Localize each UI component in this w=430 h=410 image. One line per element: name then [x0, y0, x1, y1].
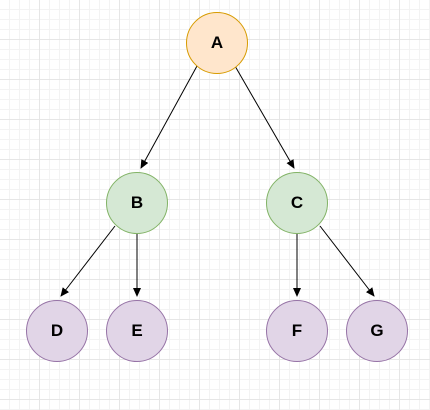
node-a[interactable]: A	[186, 12, 248, 74]
node-e[interactable]: E	[106, 300, 168, 362]
node-b[interactable]: B	[106, 172, 168, 234]
node-g[interactable]: G	[346, 300, 408, 362]
edge-c-g[interactable]	[319, 225, 375, 297]
node-f[interactable]: F	[266, 300, 328, 362]
node-c[interactable]: C	[266, 172, 328, 234]
node-d[interactable]: D	[26, 300, 88, 362]
edge-b-d[interactable]	[60, 225, 116, 297]
edge-a-b[interactable]	[140, 65, 198, 169]
edge-a-c[interactable]	[234, 65, 295, 169]
